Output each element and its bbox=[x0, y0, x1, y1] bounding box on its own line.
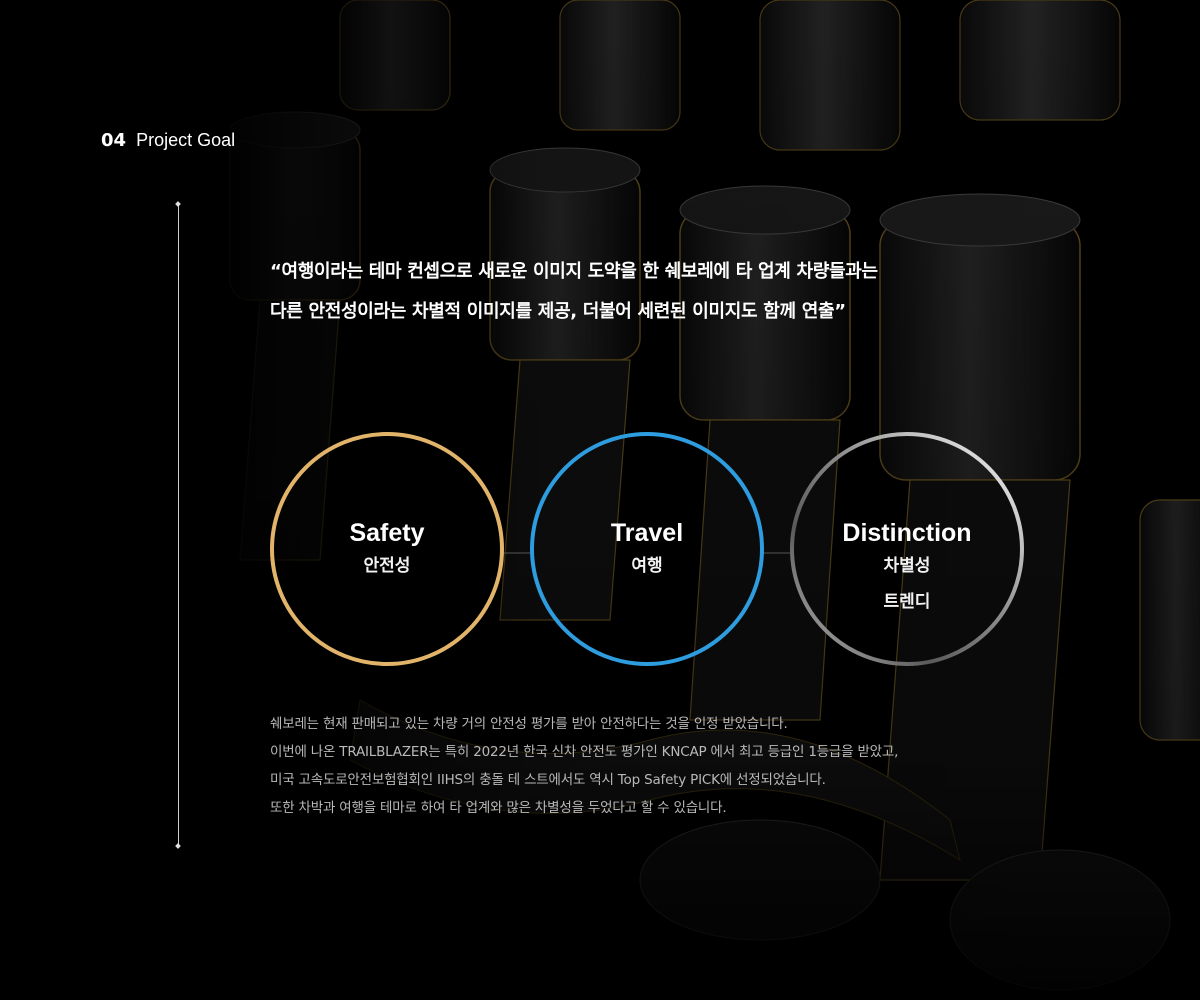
description-line-1: 쉐보레는 현재 판매되고 있는 차량 거의 안전성 평가를 받아 안전하다는 것… bbox=[270, 716, 788, 732]
quote-line-2: 다른 안전성이라는 차별적 이미지를 제공, 더불어 세련된 이미지도 함께 연… bbox=[270, 301, 846, 322]
goal-distinction-title: Distinction bbox=[842, 519, 972, 547]
timeline-top-dot bbox=[175, 201, 181, 207]
goal-safety: Safety 안전성 bbox=[272, 518, 502, 584]
goal-safety-subtitle: 안전성 bbox=[363, 556, 411, 576]
description-line-4: 또한 차박과 여행을 테마로 하여 타 업계와 많은 차별성을 두었다고 할 수… bbox=[270, 800, 727, 816]
goal-travel-title: Travel bbox=[610, 519, 684, 547]
timeline-bottom-dot bbox=[175, 843, 181, 849]
description-line-3: 미국 고속도로안전보험협회인 IIHS의 충돌 테 스트에서도 역시 Top S… bbox=[270, 772, 826, 788]
goal-safety-title: Safety bbox=[349, 519, 425, 547]
goal-distinction-subtitle: 차별성 bbox=[883, 556, 931, 576]
project-quote: “여행이라는 테마 컨셉으로 새로운 이미지 도약을 한 쉐보레에 타 업계 차… bbox=[270, 252, 990, 332]
goal-travel-subtitle: 여행 bbox=[631, 556, 663, 576]
timeline-line bbox=[177, 206, 179, 844]
quote-line-1: “여행이라는 테마 컨셉으로 새로운 이미지 도약을 한 쉐보레에 타 업계 차… bbox=[270, 261, 878, 282]
goal-distinction-subtitle-2: 트렌디 bbox=[883, 592, 931, 612]
goal-travel: Travel 여행 bbox=[532, 518, 762, 584]
goal-distinction: Distinction 차별성 트렌디 bbox=[792, 518, 1022, 620]
section-header: 04 Project Goal bbox=[101, 130, 235, 151]
section-number: 04 bbox=[101, 130, 127, 151]
description-text: 쉐보레는 현재 판매되고 있는 차량 거의 안전성 평가를 받아 안전하다는 것… bbox=[270, 710, 1030, 822]
vertical-timeline-line bbox=[175, 201, 181, 849]
description-line-2: 이번에 나온 TRAILBLAZER는 특히 2022년 한국 신차 안전도 평… bbox=[270, 744, 899, 760]
section-title: Project Goal bbox=[136, 130, 236, 150]
